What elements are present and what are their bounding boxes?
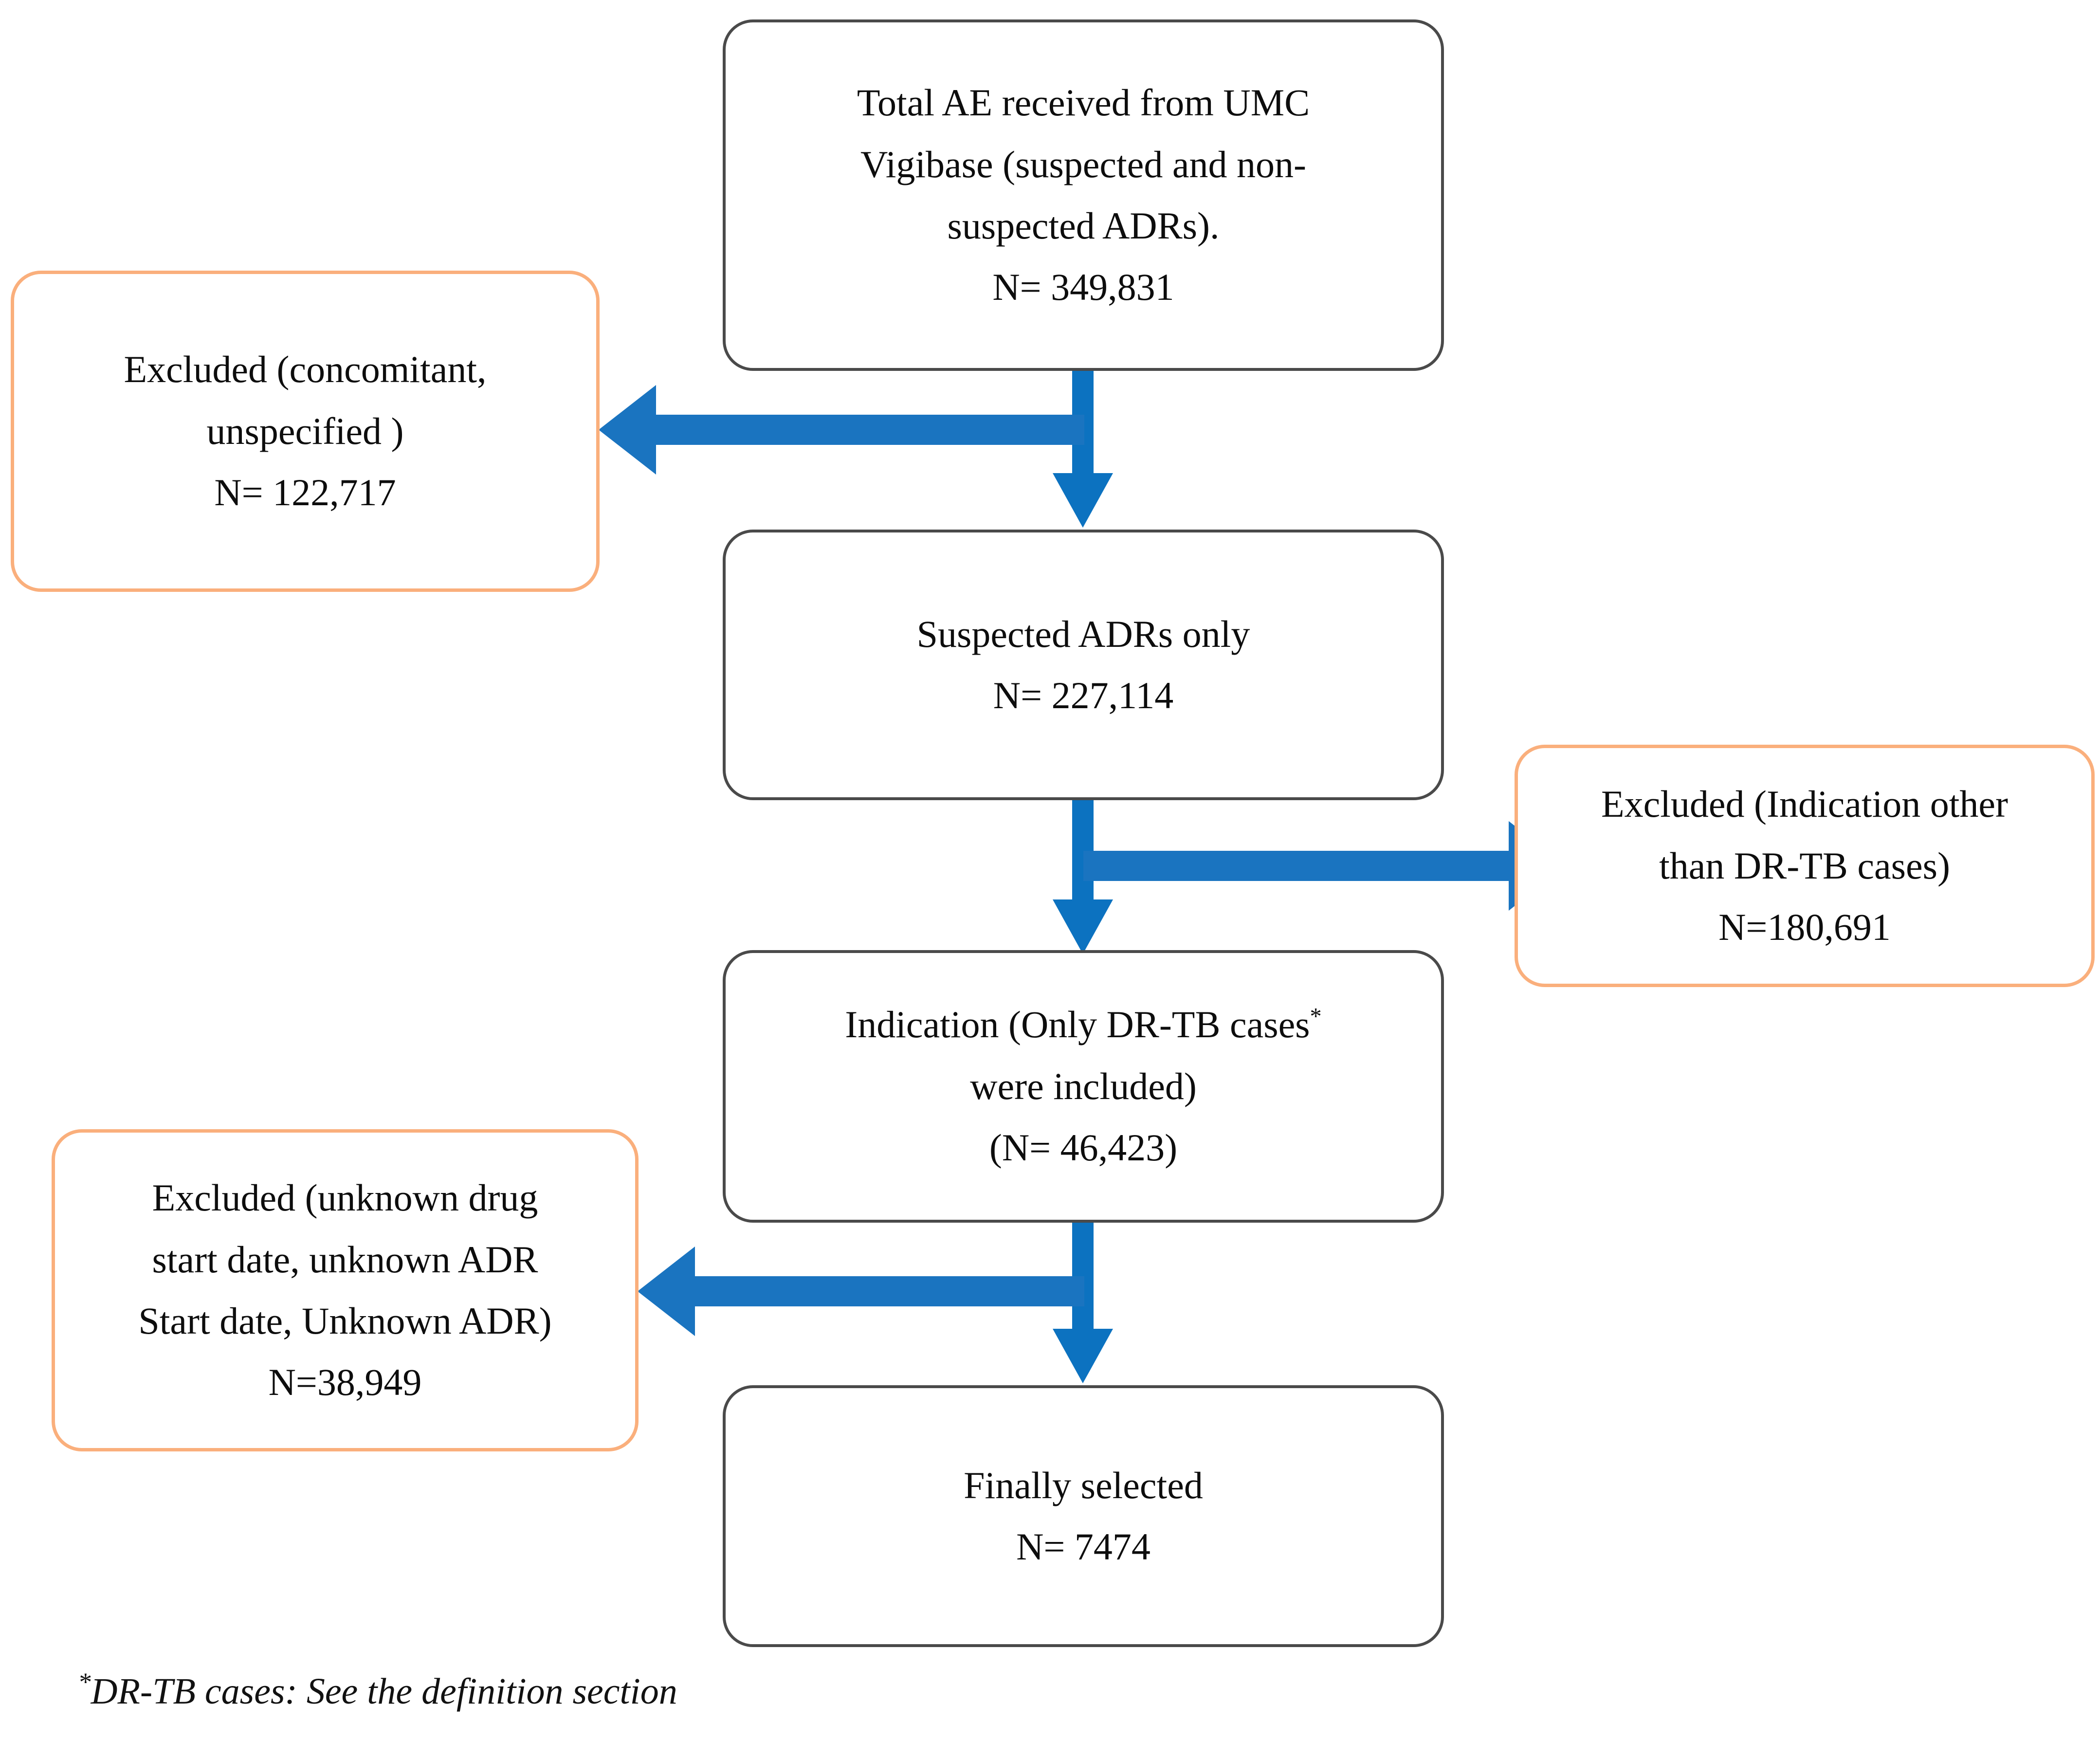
footnote-marker: * <box>78 1668 91 1697</box>
node-excluded-indication-line2: than DR-TB cases) <box>1659 844 1950 887</box>
node-excluded-concomitant-count: N= 122,717 <box>214 471 396 514</box>
node-excluded-unknown-count: N=38,949 <box>268 1361 422 1404</box>
connector-stem-horizontal <box>1083 851 1511 881</box>
node-indication-line1: Indication (Only DR-TB cases* <box>845 994 1321 1055</box>
connector-stem-horizontal <box>695 1276 1084 1306</box>
node-excluded-indication-line1: Excluded (Indication other <box>1601 783 2009 825</box>
node-suspected-adrs[interactable]: Suspected ADRs only N= 227,114 <box>723 530 1444 800</box>
connector-arrowhead-left <box>599 385 656 475</box>
connector-stem-horizontal <box>656 415 1084 445</box>
node-excluded-indication-count: N=180,691 <box>1718 906 1891 949</box>
node-total-ae-line3: suspected ADRs). <box>947 204 1220 247</box>
footnote-text: DR-TB cases: See the definition section <box>91 1671 677 1712</box>
node-finally-selected-line1: Finally selected <box>964 1464 1203 1506</box>
node-indication-line1-text: Indication (Only DR-TB cases <box>845 1003 1310 1046</box>
node-excluded-indication[interactable]: Excluded (Indication other than DR-TB ca… <box>1515 745 2095 987</box>
node-excluded-unknown-line2: start date, unknown ADR <box>152 1238 538 1281</box>
node-total-ae-line1: Total AE received from UMC <box>857 81 1310 124</box>
node-excluded-unknown-line3: Start date, Unknown ADR) <box>138 1300 552 1342</box>
node-excluded-concomitant-line2: unspecified ) <box>206 409 404 452</box>
node-total-ae-count: N= 349,831 <box>992 266 1174 309</box>
node-finally-selected-count: N= 7474 <box>1016 1525 1150 1568</box>
node-indication-count: (N= 46,423) <box>989 1126 1178 1169</box>
node-excluded-unknown[interactable]: Excluded (unknown drug start date, unkno… <box>52 1129 639 1451</box>
connector-arrowhead-down <box>1053 899 1113 954</box>
connector-arrowhead-down <box>1053 473 1113 528</box>
connector-arrowhead-down <box>1053 1329 1113 1383</box>
node-indication-footnote-marker: * <box>1310 1004 1322 1030</box>
node-suspected-adrs-line1: Suspected ADRs only <box>916 612 1250 655</box>
node-excluded-concomitant[interactable]: Excluded (concomitant, unspecified ) N= … <box>11 271 600 592</box>
node-total-ae[interactable]: Total AE received from UMC Vigibase (sus… <box>723 19 1444 371</box>
node-suspected-adrs-count: N= 227,114 <box>993 674 1174 716</box>
node-indication[interactable]: Indication (Only DR-TB cases* were inclu… <box>723 950 1444 1223</box>
node-total-ae-line2: Vigibase (suspected and non- <box>860 143 1306 185</box>
node-excluded-concomitant-line1: Excluded (concomitant, <box>124 348 487 391</box>
node-finally-selected[interactable]: Finally selected N= 7474 <box>723 1385 1444 1647</box>
footnote: *DR-TB cases: See the definition section <box>78 1668 677 1713</box>
connector-arrowhead-left <box>638 1247 695 1336</box>
node-excluded-unknown-line1: Excluded (unknown drug <box>152 1176 538 1219</box>
node-indication-line2: were included) <box>970 1064 1197 1107</box>
